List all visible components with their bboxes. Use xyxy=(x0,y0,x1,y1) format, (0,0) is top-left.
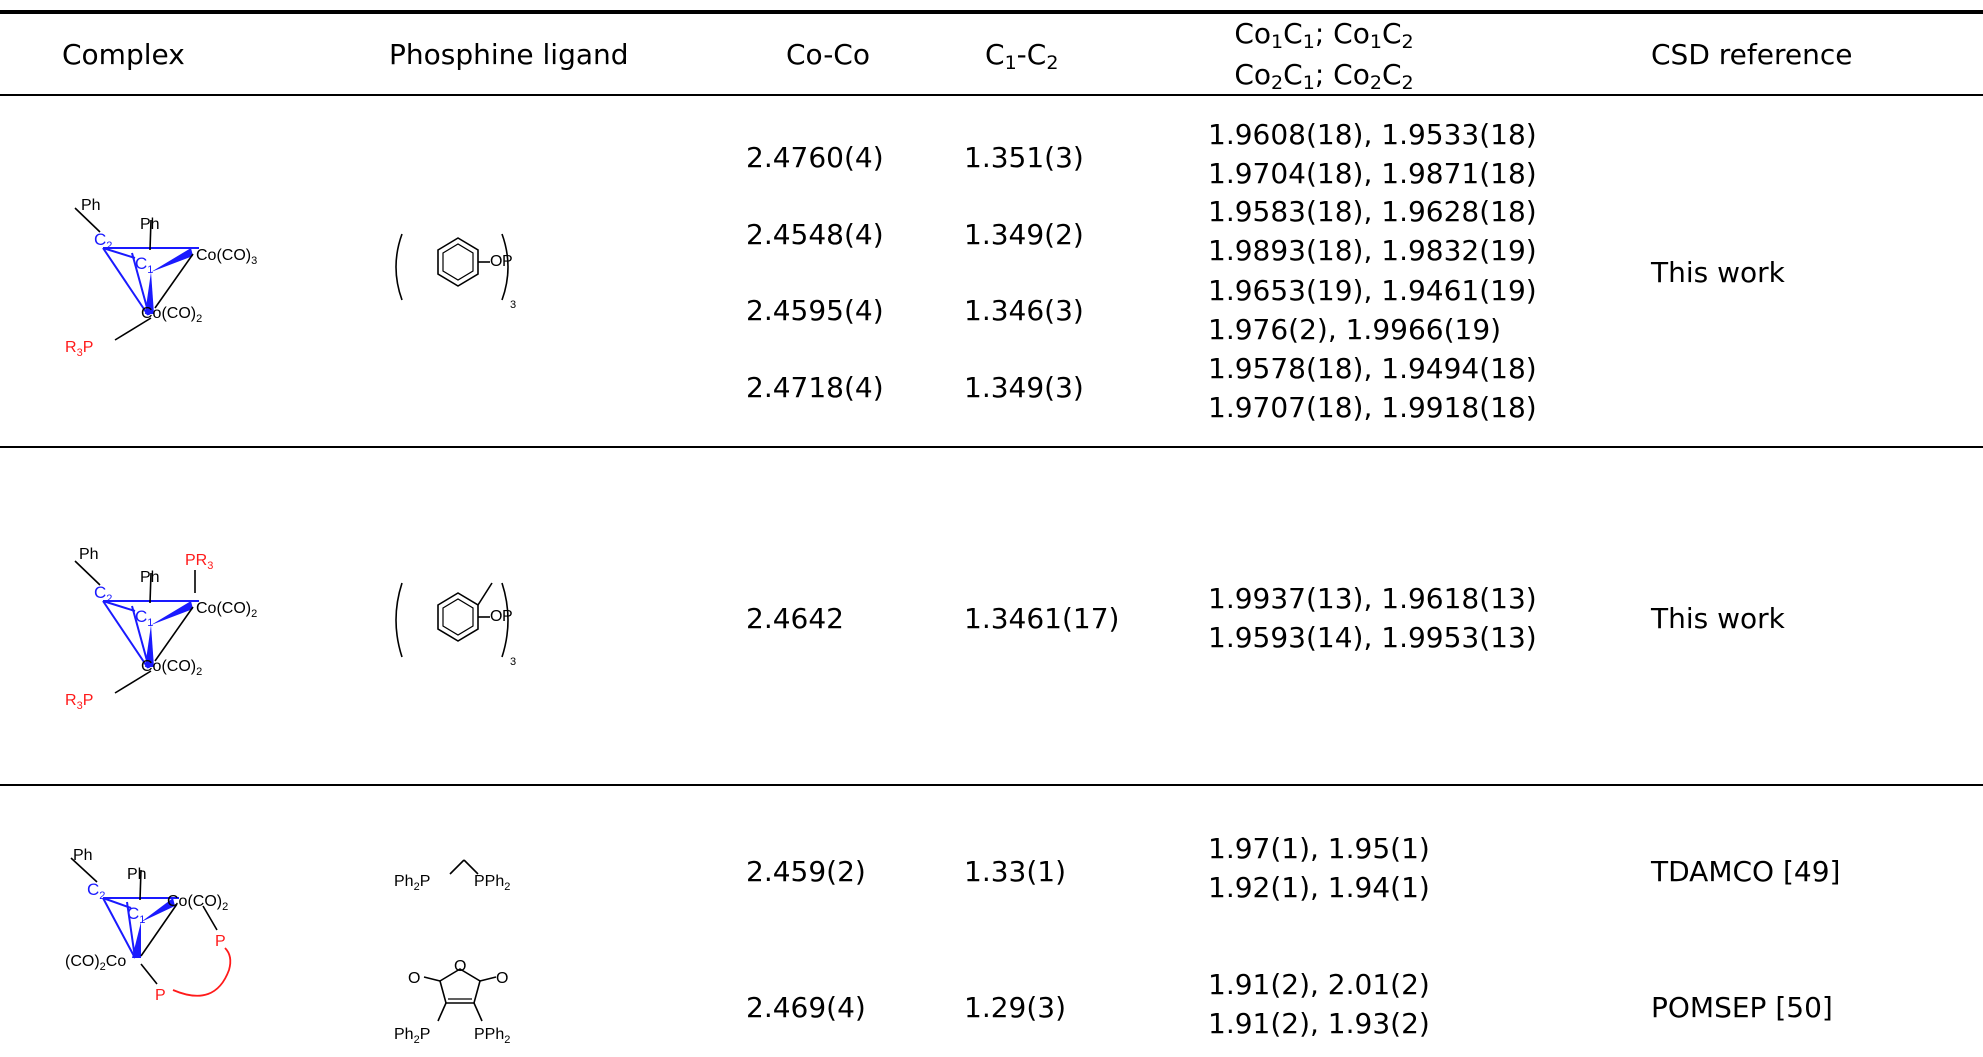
group-1-row-4-co-co: 2.4718(4) xyxy=(746,371,884,404)
c2-label: C2 xyxy=(87,880,105,902)
group-2-row-1-co-co: 2.4642 xyxy=(746,602,844,635)
header-phosphine-ligand: Phosphine ligand xyxy=(389,38,629,71)
ligand-structure-4: O O O Ph2P PPh2 xyxy=(394,958,510,1046)
header-c1-c2: C1-C2 xyxy=(985,38,1059,74)
o-ring-label: O xyxy=(454,958,466,975)
p-bottom-label: P xyxy=(155,987,166,1004)
subscript-3: 3 xyxy=(510,299,516,311)
group-1-row-3-co-c-b: 1.976(2), 1.9966(19) xyxy=(1208,313,1502,346)
header-co-co: Co-Co xyxy=(786,38,870,71)
header-complex: Complex xyxy=(62,38,185,71)
group-1-row-1-co-c-b: 1.9704(18), 1.9871(18) xyxy=(1208,157,1537,190)
group-1-row-3-co-c-a: 1.9653(19), 1.9461(19) xyxy=(1208,274,1537,307)
ph-label-2: Ph xyxy=(140,216,160,233)
co-co3-label: Co(CO)3 xyxy=(196,247,257,267)
co-co2-top-label: Co(CO)2 xyxy=(196,600,257,620)
complex-structure-1: Ph Ph C2 C1 Co(CO)3 Co(CO)2 R3P xyxy=(65,197,257,359)
o-right-label: O xyxy=(496,970,508,987)
c2-label: C2 xyxy=(94,230,112,252)
header-co-c-line-1: Co1C1; Co1C2 xyxy=(1234,17,1414,53)
c1-label: C1 xyxy=(127,904,145,926)
group-1-row-2-co-c-a: 1.9583(18), 1.9628(18) xyxy=(1208,195,1537,228)
group-3-row-1-csd-reference: TDAMCO [49] xyxy=(1651,855,1841,888)
complex-structure-2: Ph Ph PR3 C2 C1 Co(CO)2 Co(CO)2 R3P xyxy=(65,546,257,712)
group-1-row-3-co-co: 2.4595(4) xyxy=(746,294,884,327)
group-1-row-4-co-c-a: 1.9578(18), 1.9494(18) xyxy=(1208,352,1537,385)
complex-structure-3: Ph Ph C2 C1 Co(CO)2 P (CO)2Co P xyxy=(65,847,232,1004)
p-label: P xyxy=(502,253,513,270)
c2-label: C2 xyxy=(94,583,112,605)
header-csd-reference: CSD reference xyxy=(1651,38,1853,71)
ph-label-1: Ph xyxy=(73,847,93,864)
group-1-row-2-c1-c2: 1.349(2) xyxy=(964,218,1084,251)
group-3-row-2-c1-c2: 1.29(3) xyxy=(964,991,1067,1024)
ph2p-label: Ph2P xyxy=(394,1026,430,1046)
group-3-row-2-co-c-b: 1.91(2), 1.93(2) xyxy=(1208,1007,1430,1040)
r3p-label: R3P xyxy=(65,339,93,359)
group-1-row-4-c1-c2: 1.349(3) xyxy=(964,371,1084,404)
ph-label-2: Ph xyxy=(140,569,160,586)
group-2-row-1-co-c-a: 1.9937(13), 1.9618(13) xyxy=(1208,582,1537,615)
group-2-bottom-rule xyxy=(0,784,1983,786)
ph-label-1: Ph xyxy=(79,546,99,563)
ligand-structure-1: O P 3 xyxy=(395,233,516,311)
p-label: P xyxy=(502,608,513,625)
ph-label-1: Ph xyxy=(81,197,101,214)
r3p-label: R3P xyxy=(65,692,93,712)
group-3-row-1-c1-c2: 1.33(1) xyxy=(964,855,1067,888)
group-1-row-3-c1-c2: 1.346(3) xyxy=(964,294,1084,327)
o-left-label: O xyxy=(408,970,420,987)
o-label: O xyxy=(490,608,502,625)
group-1-row-1-co-co: 2.4760(4) xyxy=(746,141,884,174)
pph2-label: PPh2 xyxy=(474,873,510,893)
header-co-c-line-2: Co2C1; Co2C2 xyxy=(1234,58,1414,94)
group-3-row-1-co-co: 2.459(2) xyxy=(746,855,866,888)
p-top-label: P xyxy=(215,933,226,950)
group-1-row-2-co-co: 2.4548(4) xyxy=(746,218,884,251)
co-co2-label: Co(CO)2 xyxy=(167,893,228,913)
o-label: O xyxy=(490,253,502,270)
group-1-row-1-c1-c2: 1.351(3) xyxy=(964,141,1084,174)
ligand-structure-3: Ph2P PPh2 xyxy=(394,859,510,893)
ligand-structure-2: O P 3 xyxy=(395,582,516,668)
subscript-3: 3 xyxy=(510,656,516,668)
group-3-row-1-co-c-a: 1.97(1), 1.95(1) xyxy=(1208,832,1430,865)
c1-label: C1 xyxy=(135,254,153,276)
group-1-bottom-rule xyxy=(0,446,1983,448)
co2co-label: (CO)2Co xyxy=(65,953,126,973)
pr3-label: PR3 xyxy=(185,552,213,572)
table-top-rule xyxy=(0,10,1983,14)
group-1-row-1-co-c-a: 1.9608(18), 1.9533(18) xyxy=(1208,118,1537,151)
group-3-row-2-co-co: 2.469(4) xyxy=(746,991,866,1024)
group-1-row-4-co-c-b: 1.9707(18), 1.9918(18) xyxy=(1208,391,1537,424)
group-3-row-2-co-c-a: 1.91(2), 2.01(2) xyxy=(1208,968,1430,1001)
ph2p-label: Ph2P xyxy=(394,873,430,893)
co-co2-label: Co(CO)2 xyxy=(141,305,202,325)
group-2-csd-reference: This work xyxy=(1651,602,1785,635)
c1-label: C1 xyxy=(135,607,153,629)
co-co2-label: Co(CO)2 xyxy=(141,658,202,678)
group-1-row-2-co-c-b: 1.9893(18), 1.9832(19) xyxy=(1208,234,1537,267)
group-2-row-1-c1-c2: 1.3461(17) xyxy=(964,602,1120,635)
group-2-row-1-co-c-b: 1.9593(14), 1.9953(13) xyxy=(1208,621,1537,654)
group-1-csd-reference: This work xyxy=(1651,256,1785,289)
header-bottom-rule xyxy=(0,94,1983,96)
ph-label-2: Ph xyxy=(127,866,147,883)
group-3-row-1-co-c-b: 1.92(1), 1.94(1) xyxy=(1208,871,1430,904)
pph2-label: PPh2 xyxy=(474,1026,510,1046)
group-3-row-2-csd-reference: POMSEP [50] xyxy=(1651,991,1833,1024)
